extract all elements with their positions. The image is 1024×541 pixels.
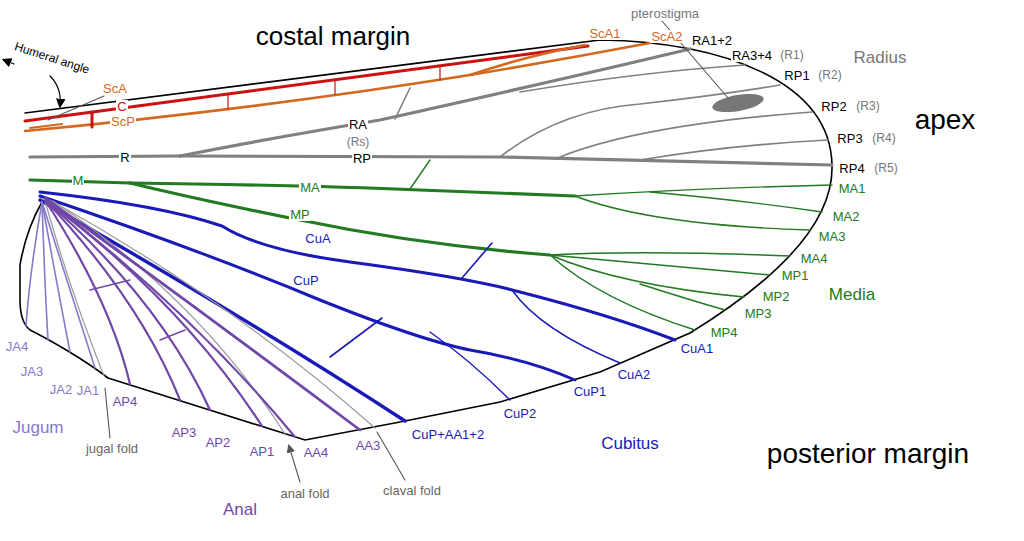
margin-name: costal margin (255, 23, 412, 49)
pterostigma-spot (711, 91, 765, 116)
vein-name: RA (348, 118, 368, 131)
vein-name: MP2 (762, 290, 791, 303)
vein-name: R (119, 151, 130, 164)
cubitus-veins (40, 192, 675, 421)
vein-name: MP3 (744, 307, 773, 320)
vein-name: RA1+2 (691, 34, 733, 47)
vein-name: AP2 (205, 436, 232, 449)
vein-name: AP4 (112, 395, 139, 408)
vein-alias: (R3) (855, 100, 880, 112)
vein-name: RP (352, 152, 372, 165)
vein-name: RA3+4 (731, 49, 773, 62)
vein-name: AA4 (303, 446, 330, 459)
vein-name: JA3 (20, 365, 44, 378)
vein-name: MA (299, 181, 321, 194)
part-name: pterostigma (630, 7, 700, 20)
vein-name: CuP+AA1+2 (411, 428, 485, 441)
vein-name: ScA (102, 82, 128, 95)
angle-name: Humeral angle (12, 40, 92, 76)
fold-name: claval fold (382, 484, 442, 497)
vein-name: CuP1 (573, 385, 608, 398)
vein-name: RP2 (820, 100, 847, 113)
vein-name: CuA1 (680, 342, 715, 355)
vein-name: ScA2 (650, 30, 683, 43)
vein-alias: (R1) (779, 49, 804, 61)
vein-name: MP4 (710, 326, 739, 339)
vein-name: RP3 (836, 132, 863, 145)
group-name: Cubitus (600, 435, 660, 452)
vein-name: C (116, 100, 127, 113)
vein-name: CuA (304, 232, 331, 245)
wing-outline (20, 40, 832, 440)
vein-alias: (R4) (871, 132, 896, 144)
vein-alias: (Rs) (346, 136, 371, 148)
vein-name: AA3 (355, 439, 382, 452)
vein-name: ScA1 (588, 27, 621, 40)
vein-alias: (R5) (873, 162, 898, 174)
vein-name: MP (289, 208, 311, 221)
vein-name: RP1 (783, 69, 810, 82)
group-name: Media (828, 286, 876, 303)
vein-name: JA1 (76, 384, 100, 397)
vein-alias: (R2) (817, 69, 842, 81)
vein-name: MP1 (781, 269, 810, 282)
vein-name: RP4 (838, 162, 865, 175)
media-veins (30, 160, 832, 330)
humeral-arrows (4, 60, 60, 106)
vein-name: MA2 (832, 210, 861, 223)
radius-veins (30, 49, 832, 165)
group-name: Radius (853, 49, 908, 66)
region-name: apex (914, 106, 977, 134)
fold-name: anal fold (279, 487, 330, 500)
vein-name: MA3 (818, 230, 847, 243)
vein-name: AP1 (249, 445, 276, 458)
fold-name: jugal fold (85, 442, 139, 455)
vein-name: CuP2 (503, 407, 538, 420)
vein-name: CuA2 (617, 368, 652, 381)
vein-name: M (72, 174, 85, 187)
vein-name: MA4 (800, 252, 829, 265)
vein-name: JA2 (49, 383, 73, 396)
leader-lines (48, 21, 728, 482)
vein-name: CuP (292, 274, 319, 287)
group-name: Anal (222, 501, 258, 518)
jugal-veins (26, 202, 95, 368)
group-name: Jugum (11, 419, 64, 436)
margin-name: posterior margin (766, 440, 970, 468)
vein-name: MA1 (838, 182, 867, 195)
vein-name: ScP (110, 115, 136, 128)
costa-vein (25, 46, 588, 121)
anal-veins (45, 198, 360, 437)
vein-name: JA4 (5, 340, 29, 353)
vein-name: AP3 (171, 426, 198, 439)
